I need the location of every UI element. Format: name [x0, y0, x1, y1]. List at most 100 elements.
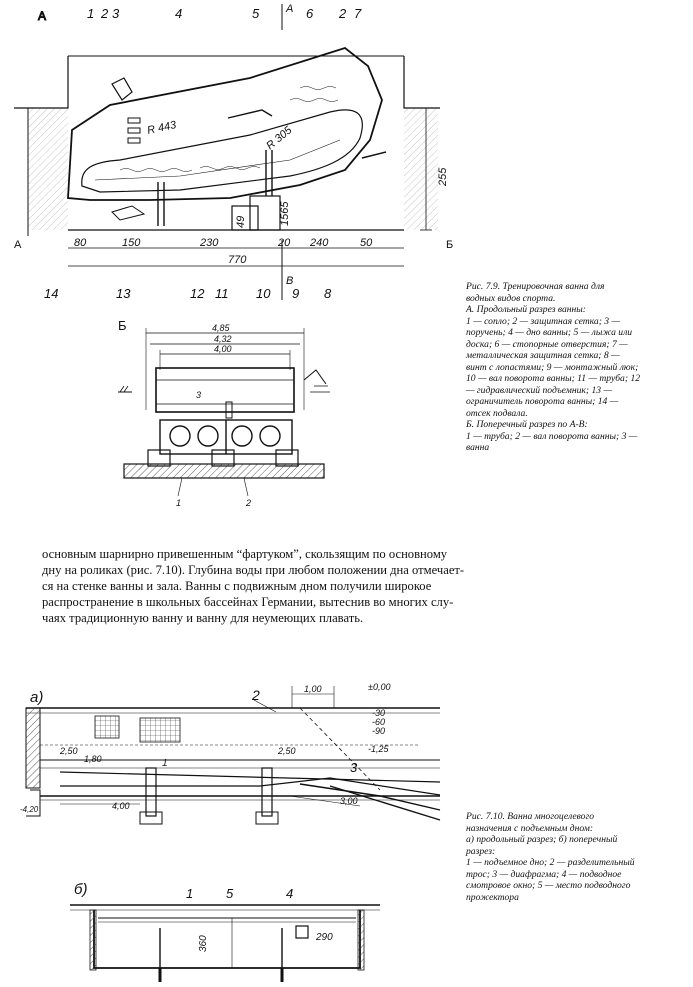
callout-3: 3 — [112, 6, 120, 21]
figure-7-9-a-labels: 1 2 3 4 5 6 2 7 А В А Б R 443 R 305 80 1… — [14, 3, 453, 301]
caption-line: доска; 6 — стопорные отверстия; 7 — — [466, 338, 628, 350]
dim-1-00: 1,00 — [304, 684, 322, 694]
callout-11: 11 — [215, 286, 229, 301]
dim-20: 20 — [277, 237, 291, 249]
callout-7: 7 — [354, 6, 362, 21]
arrow-mark-a: А — [285, 3, 293, 15]
body-line: ся на стенке ванны и зала. Ванны с подви… — [42, 579, 432, 593]
caption-line: А. Продольный разрез ванны: — [466, 304, 586, 315]
level-30: -30 — [372, 708, 385, 718]
figure-7-10-b-labels: б) 1 5 4 360 290 — [74, 881, 333, 952]
dim-360: 360 — [198, 935, 209, 952]
dim-770: 770 — [228, 254, 247, 266]
body-paragraph: основным шарнирно привешенным “фартуком”… — [42, 546, 642, 626]
callout-710a-1: 1 — [162, 758, 168, 769]
callout-b-3: 3 — [196, 390, 201, 400]
body-line: распространение в школьных бассейнах Гер… — [42, 595, 454, 609]
caption-line: Рис. 7.10. Ванна многоцелевого — [466, 811, 594, 822]
view-label-710a: а) — [30, 689, 43, 706]
callout-710b-5: 5 — [226, 886, 234, 901]
caption-line: 1 — подъемное дно; 2 — разделительный — [466, 857, 635, 868]
caption-fig-7-10: Рис. 7.10. Ванна многоцелевого назначени… — [466, 811, 635, 903]
level-4-20: -4,20 — [20, 805, 39, 814]
level-1-25: -1,25 — [368, 744, 390, 754]
radius-443: R 443 — [146, 119, 178, 137]
caption-line: ванна — [466, 442, 490, 453]
figure-7-9-a-longitudinal-section: А — [14, 4, 440, 300]
dim-2-50-left: 2,50 — [59, 746, 78, 756]
dim-80: 80 — [74, 237, 87, 249]
dim-290: 290 — [315, 932, 333, 943]
callout-14: 14 — [44, 286, 58, 301]
section-mark-b: Б — [446, 239, 453, 251]
dim-50: 50 — [360, 237, 373, 249]
dim-240: 240 — [309, 237, 329, 249]
view-label-b: Б — [118, 318, 127, 333]
caption-line: трос; 3 — диафрагма; 4 — подводное — [466, 868, 622, 880]
caption-line: металлическая защитная сетка; 8 — — [466, 350, 620, 361]
callout-710a-2: 2 — [251, 687, 260, 703]
section-mark-a: А — [14, 239, 22, 251]
caption-line: разрез: — [466, 845, 496, 857]
caption-line: 1 — труба; 2 — вал поворота ванны; 3 — — [466, 430, 638, 442]
dim-3-00: 3,00 — [340, 796, 358, 806]
callout-b-1: 1 — [176, 498, 181, 508]
figure-7-10-a-longitudinal-section — [25, 686, 441, 825]
callout-710a-3: 3 — [350, 760, 358, 775]
level-90: -90 — [372, 726, 385, 736]
caption-line: отсек подвала. — [466, 407, 528, 419]
view-label-710b: б) — [74, 881, 87, 898]
dim-4-85: 4,85 — [212, 323, 231, 333]
figure-7-9-b-labels: 4,85 4,32 4,00 3 1 2 — [176, 323, 251, 508]
dim-230: 230 — [199, 237, 219, 249]
arrow-mark-b: В — [286, 275, 293, 287]
callout-12: 12 — [190, 286, 205, 301]
dim-4-00: 4,00 — [214, 344, 232, 354]
caption-line: прожектора — [466, 891, 519, 903]
caption-line: смотровое окно; 5 — место подводного — [466, 880, 631, 891]
caption-line: а) продольный разрез; б) поперечный — [466, 834, 618, 845]
dim-1-80: 1,80 — [84, 754, 102, 764]
callout-710b-4: 4 — [286, 886, 293, 901]
caption-line: ограничитель поворота ванны; 14 — — [466, 396, 619, 407]
caption-line: 10 — вал поворота ванны; 11 — труба; 12 — [466, 373, 641, 384]
callout-2: 2 — [100, 6, 109, 21]
callout-710b-1: 1 — [186, 886, 193, 901]
callout-4: 4 — [175, 6, 182, 21]
radius-305: R 305 — [264, 124, 295, 153]
dim-1565: 1565 — [279, 201, 291, 226]
figure-7-10-b-cross-section — [70, 904, 380, 982]
callout-8: 8 — [324, 286, 332, 301]
caption-line: Б. Поперечный разрез по А-В: — [466, 419, 588, 430]
body-line: чаях традиционную ванну и ванну для неум… — [42, 611, 364, 625]
callout-1: 1 — [87, 6, 94, 21]
callout-6: 6 — [306, 6, 314, 21]
caption-line: Рис. 7.9. Тренировочная ванна для — [466, 281, 605, 292]
figure-7-9-b-cross-section: Б — [118, 318, 330, 497]
caption-line: назначения с подъемным дном: — [466, 822, 594, 834]
view-label-a: А — [38, 9, 46, 23]
caption-line: водных видов спорта. — [466, 292, 556, 304]
callout-13: 13 — [116, 286, 131, 301]
body-line: основным шарнирно привешенным “фартуком”… — [42, 547, 448, 561]
figure-7-10-a-labels: а) 2 ±0,00 1,00 -30 -60 -90 -1,25 2,50 1… — [20, 682, 390, 814]
dim-4-32: 4,32 — [214, 334, 232, 344]
dim-49: 49 — [235, 216, 247, 228]
callout-10: 10 — [256, 286, 271, 301]
caption-line: поручень; 4 — дно ванны; 5 — лыжа или — [466, 327, 633, 338]
callout-9: 9 — [292, 286, 299, 301]
caption-line: 1 — сопло; 2 — защитная сетка; 3 — — [466, 315, 621, 327]
dim-150: 150 — [122, 237, 141, 249]
caption-line: — гидравлический подъемник; 13 — — [466, 384, 612, 396]
callout-5: 5 — [252, 6, 260, 21]
dim-4-00: 4,00 — [112, 801, 130, 811]
caption-line: винт с лопастями; 9 — монтажный люк; — [466, 361, 639, 373]
level-0-00: ±0,00 — [368, 682, 390, 692]
callout-b-2: 2 — [245, 498, 251, 508]
level-60: -60 — [372, 717, 385, 727]
dim-2-50-mid: 2,50 — [277, 746, 296, 756]
callout-2b: 2 — [338, 6, 347, 21]
dim-255: 255 — [437, 167, 449, 187]
caption-fig-7-9: Рис. 7.9. Тренировочная ванна для водных… — [466, 281, 640, 454]
